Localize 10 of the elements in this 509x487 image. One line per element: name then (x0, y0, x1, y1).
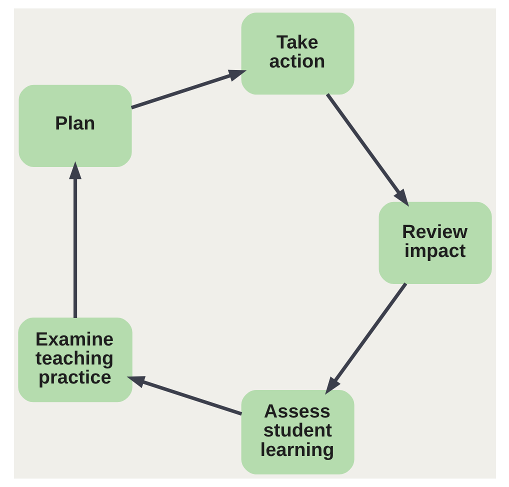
arrow (126, 376, 242, 416)
arrow (130, 70, 246, 110)
arrow (68, 161, 82, 318)
arrow (325, 93, 409, 207)
node-box: Plan (18, 84, 132, 167)
arrow (324, 282, 407, 395)
node-box: Take action (240, 12, 354, 95)
node-box: Assess student learning (240, 390, 354, 474)
node-box: Review impact (378, 202, 492, 284)
node-box: Examine teaching practice (18, 318, 132, 402)
